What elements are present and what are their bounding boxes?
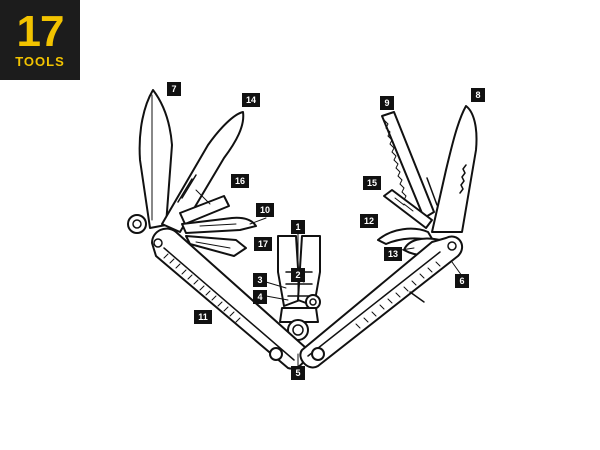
tool-count-label: TOOLS: [15, 54, 65, 69]
svg-text:13: 13: [388, 249, 398, 259]
svg-text:11: 11: [198, 312, 208, 322]
tool-9-saw: [381, 111, 435, 219]
svg-text:16: 16: [235, 176, 245, 186]
callout-14: 14: [242, 93, 260, 107]
tool-count-badge: 17 TOOLS: [0, 0, 80, 80]
svg-text:7: 7: [171, 84, 176, 94]
callout-16: 16: [231, 174, 249, 188]
svg-text:1: 1: [295, 222, 300, 232]
callout-5: 5: [291, 366, 305, 380]
callout-13: 13: [384, 247, 402, 261]
svg-text:6: 6: [459, 276, 464, 286]
callout-11: 11: [194, 310, 212, 324]
tool-16-file: [179, 195, 230, 225]
svg-text:9: 9: [384, 98, 389, 108]
svg-text:14: 14: [246, 95, 256, 105]
svg-text:17: 17: [258, 239, 268, 249]
callout-8: 8: [471, 88, 485, 102]
pliers-right-jaw: [297, 235, 321, 307]
tool-14-blade: [161, 111, 245, 233]
svg-text:4: 4: [257, 292, 262, 302]
callout-6: 6: [455, 274, 469, 288]
svg-text:5: 5: [295, 368, 300, 378]
tool-7-blade: [138, 89, 173, 229]
svg-text:2: 2: [295, 270, 300, 280]
callout-10: 10: [256, 203, 274, 217]
svg-text:10: 10: [260, 205, 270, 215]
pliers-left-jaw: [277, 235, 301, 307]
tool-count: 17: [16, 7, 65, 56]
callout-17: 17: [254, 237, 272, 251]
tool-8-serrated-blade: [431, 105, 478, 233]
lanyard-ring: [127, 214, 147, 234]
svg-text:8: 8: [475, 90, 480, 100]
callout-4: 4: [253, 290, 267, 304]
left-handle-scale: [163, 253, 241, 323]
right-handle: [299, 235, 464, 369]
tool-15-bit-driver: [383, 189, 433, 229]
svg-text:15: 15: [367, 178, 377, 188]
svg-text:3: 3: [257, 275, 262, 285]
callout-1: 1: [291, 220, 305, 234]
callout-15: 15: [363, 176, 381, 190]
callout-7: 7: [167, 82, 181, 96]
callout-2: 2: [291, 268, 305, 282]
callout-3: 3: [253, 273, 267, 287]
right-handle-scale: [355, 261, 441, 329]
callout-12: 12: [360, 214, 378, 228]
callout-9: 9: [380, 96, 394, 110]
svg-text:12: 12: [364, 216, 374, 226]
